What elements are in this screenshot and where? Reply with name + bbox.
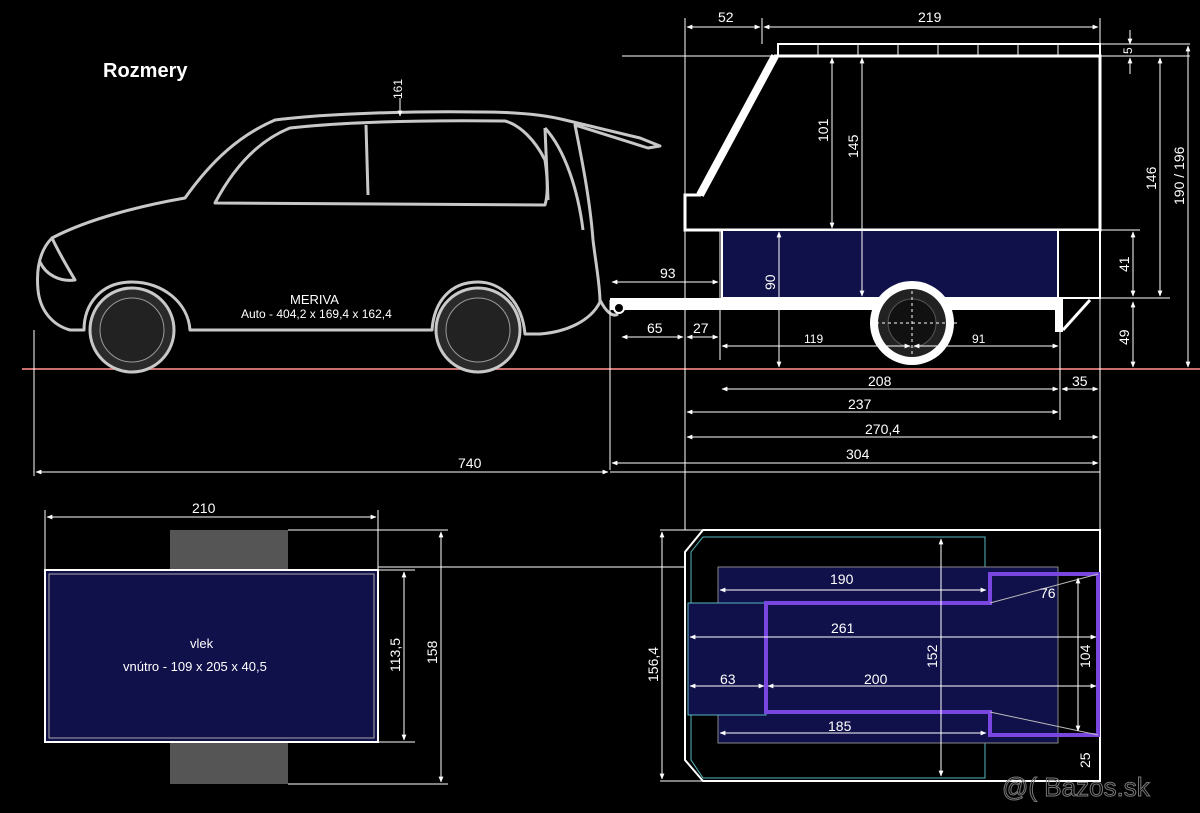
dim-63: 63	[720, 671, 736, 687]
dim-161: 161	[391, 79, 405, 99]
dim-65: 65	[647, 320, 663, 336]
dim-119: 119	[804, 332, 823, 346]
dim-190-196: 190 / 196	[1171, 146, 1187, 205]
dim-113-5: 113,5	[387, 638, 403, 672]
car-name: MERIVA	[290, 292, 339, 307]
dim-90: 90	[762, 274, 778, 290]
drawing-title: Rozmery	[103, 60, 188, 82]
dim-145: 145	[845, 134, 861, 158]
trailer-name: vlek	[190, 636, 214, 651]
trailer-top-view	[684, 529, 1101, 782]
dim-5: 5	[1121, 47, 1135, 54]
trailer-inner-dims: vnútro - 109 x 205 x 40,5	[123, 659, 267, 674]
dim-91: 91	[972, 332, 986, 346]
dim-41: 41	[1116, 256, 1132, 272]
dim-304: 304	[846, 446, 870, 462]
car-dims: Auto - 404,2 x 169,4 x 162,4	[241, 307, 392, 321]
dim-200: 200	[864, 671, 888, 687]
dim-190: 190	[830, 571, 854, 587]
dim-270-4: 270,4	[865, 421, 900, 437]
dim-210: 210	[192, 500, 216, 516]
dim-156-4: 156,4	[645, 647, 661, 682]
trailer-front-view	[44, 530, 379, 784]
dim-104: 104	[1077, 644, 1093, 668]
car-outline	[36, 110, 662, 374]
dim-219: 219	[918, 9, 942, 25]
dim-35: 35	[1072, 373, 1088, 389]
dim-49: 49	[1116, 329, 1132, 345]
dim-52: 52	[718, 9, 734, 25]
dim-101: 101	[815, 118, 831, 142]
dim-185: 185	[828, 718, 852, 734]
dim-158: 158	[424, 640, 440, 664]
dim-261: 261	[831, 620, 855, 636]
watermark: @( Bazos.sk	[1002, 772, 1151, 802]
dim-237: 237	[848, 396, 872, 412]
dim-146: 146	[1143, 166, 1159, 190]
dim-27: 27	[693, 320, 709, 336]
dim-25: 25	[1077, 752, 1093, 768]
dim-93: 93	[660, 265, 676, 281]
dim-740: 740	[458, 455, 482, 471]
trailer-side	[610, 43, 1102, 365]
dim-76: 76	[1040, 585, 1056, 601]
dim-208: 208	[868, 373, 892, 389]
dim-152: 152	[924, 644, 940, 668]
